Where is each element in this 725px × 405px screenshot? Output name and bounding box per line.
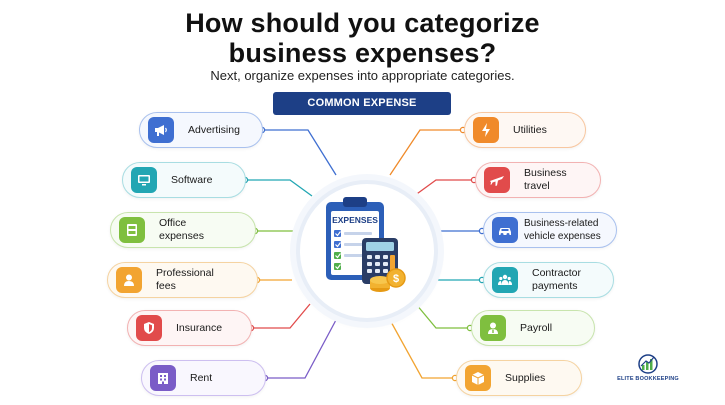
- expenses-hub: EXPENSES $: [296, 180, 438, 322]
- clipboard-label: EXPENSES: [332, 215, 378, 225]
- connector-rent: [265, 319, 337, 379]
- category-label: Professional fees: [156, 267, 214, 292]
- title-line-2: business expenses?: [228, 38, 497, 68]
- category-office-expenses: Office expenses: [110, 212, 256, 248]
- category-payroll: Payroll: [471, 310, 595, 346]
- category-utilities: Utilities: [464, 112, 586, 148]
- category-label: Software: [171, 173, 213, 186]
- car-icon: [492, 217, 518, 243]
- growth-chart-logo-icon: [638, 354, 658, 374]
- category-insurance: Insurance: [127, 310, 252, 346]
- team-icon: [492, 267, 518, 293]
- connector-advertising: [262, 129, 337, 176]
- category-advertising: Advertising: [139, 112, 263, 148]
- category-label: Rent: [190, 371, 213, 384]
- category-business-travel: Business travel: [475, 162, 601, 198]
- brand-logo: ELITE BOOKKEEPING: [603, 352, 693, 392]
- category-label: Payroll: [520, 321, 553, 334]
- svg-text:$: $: [393, 273, 399, 285]
- worker-icon: [480, 315, 506, 341]
- category-label: Utilities: [513, 123, 547, 136]
- connector-software: [245, 179, 313, 197]
- category-label: Supplies: [505, 371, 546, 384]
- lightning-icon: [473, 117, 499, 143]
- subtitle: Next, organize expenses into appropriate…: [210, 68, 515, 83]
- connector-payroll: [415, 303, 470, 329]
- megaphone-icon: [148, 117, 174, 143]
- category-rent: Rent: [141, 360, 266, 396]
- category-professional-fees: Professional fees: [107, 262, 258, 298]
- category-supplies: Supplies: [456, 360, 582, 396]
- airplane-icon: [484, 167, 510, 193]
- category-label: Contractor payments: [532, 267, 582, 292]
- section-banner: COMMON EXPENSE CATEGORIES: [273, 92, 451, 132]
- category-label: Office expenses: [159, 217, 204, 242]
- category-label: Insurance: [176, 321, 223, 334]
- connector-utilities: [389, 129, 463, 176]
- person-icon: [116, 267, 142, 293]
- connector-travel: [413, 179, 474, 197]
- category-software: Software: [122, 162, 246, 198]
- logo-text: ELITE BOOKKEEPING: [617, 376, 679, 382]
- page-title: How should you categorize business expen…: [0, 8, 725, 68]
- office-cabinet-icon: [119, 217, 145, 243]
- title-line-1: How should you categorize: [185, 8, 540, 38]
- connector-supplies: [389, 319, 455, 379]
- monitor-icon: [131, 167, 157, 193]
- connector-insurance: [251, 303, 311, 329]
- category-vehicle-expenses: Business-related vehicle expenses: [483, 212, 617, 248]
- shield-icon: [136, 315, 162, 341]
- building-icon: [150, 365, 176, 391]
- category-label: Business travel: [524, 167, 567, 192]
- category-contractor-payments: Contractor payments: [483, 262, 614, 298]
- category-label: Advertising: [188, 123, 240, 136]
- expenses-clipboard-calculator-icon: EXPENSES $: [326, 197, 406, 292]
- box-icon: [465, 365, 491, 391]
- category-label: Business-related vehicle expenses: [524, 218, 601, 242]
